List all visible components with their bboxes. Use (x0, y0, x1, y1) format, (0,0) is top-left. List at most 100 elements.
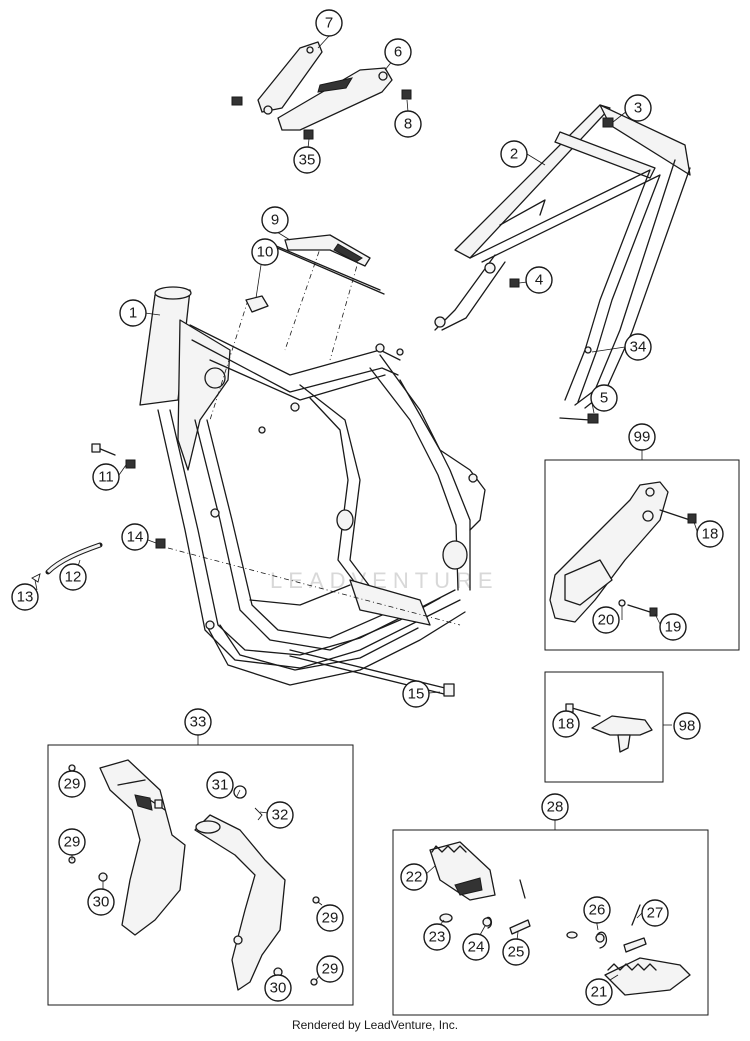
svg-text:32: 32 (272, 807, 289, 824)
callout-33: 33 (184, 708, 212, 736)
callout-31: 31 (206, 771, 234, 799)
svg-text:27: 27 (647, 905, 664, 922)
callout-19: 19 (659, 613, 687, 641)
callout-9: 9 (261, 206, 289, 234)
callout-29-b: 29 (58, 828, 86, 856)
callout-12: 12 (59, 563, 87, 591)
svg-text:25: 25 (508, 944, 525, 961)
callout-34: 34 (624, 333, 652, 361)
rear-subframe (434, 104, 691, 424)
callout-32: 32 (266, 801, 294, 829)
svg-text:1: 1 (129, 305, 137, 322)
callout-20: 20 (592, 606, 620, 634)
svg-text:29: 29 (64, 834, 81, 851)
callout-28: 28 (541, 793, 569, 821)
callout-21: 21 (585, 978, 613, 1006)
svg-text:13: 13 (17, 589, 34, 606)
callout-23: 23 (423, 923, 451, 951)
svg-text:24: 24 (468, 939, 485, 956)
callout-4: 4 (525, 266, 553, 294)
frame-protector-right (194, 785, 320, 991)
svg-text:33: 33 (190, 714, 207, 731)
svg-text:22: 22 (406, 869, 423, 886)
svg-text:98: 98 (679, 718, 696, 735)
cable-guide-bracket (261, 234, 385, 295)
callout-22: 22 (400, 863, 428, 891)
callout-25: 25 (502, 938, 530, 966)
svg-text:31: 31 (212, 777, 229, 794)
svg-text:26: 26 (589, 902, 606, 919)
callout-26: 26 (583, 896, 611, 924)
svg-text:8: 8 (404, 116, 412, 133)
callout-11: 11 (92, 463, 120, 491)
svg-text:29: 29 (322, 910, 339, 927)
footer-credit: Rendered by LeadVenture, Inc. (291, 1018, 459, 1032)
swingarm-pivot-bolt (289, 649, 455, 697)
hose-clamp (31, 573, 41, 583)
callout-18-group98: 18 (552, 710, 580, 738)
bolt-and-nut-11 (91, 443, 136, 469)
frame-protector-left (68, 759, 186, 936)
callout-30-a: 30 (87, 888, 115, 916)
callout-2: 2 (500, 140, 528, 168)
svg-text:30: 30 (93, 894, 110, 911)
callout-5: 5 (590, 384, 618, 412)
callout-35: 35 (293, 146, 321, 174)
svg-text:11: 11 (98, 469, 114, 486)
svg-text:28: 28 (547, 799, 564, 816)
callout-98: 98 (673, 712, 701, 740)
svg-text:5: 5 (600, 390, 608, 407)
group-box-28 (392, 829, 709, 1016)
main-frame (139, 286, 486, 686)
callout-99: 99 (628, 423, 656, 451)
svg-text:19: 19 (665, 619, 682, 636)
svg-text:9: 9 (271, 212, 279, 229)
callout-8: 8 (394, 110, 422, 138)
svg-text:6: 6 (394, 44, 402, 61)
svg-text:29: 29 (64, 776, 81, 793)
callout-29-c: 29 (316, 904, 344, 932)
svg-text:10: 10 (257, 244, 274, 261)
nut-14 (155, 538, 166, 549)
svg-text:7: 7 (325, 15, 333, 32)
footrest-right (604, 957, 691, 996)
callout-14: 14 (121, 523, 149, 551)
callout-13: 13 (11, 583, 39, 611)
callout-24: 24 (462, 933, 490, 961)
callout-30-b: 30 (264, 974, 292, 1002)
callout-15: 15 (402, 680, 430, 708)
callout-10: 10 (251, 238, 279, 266)
footrest-hardware (439, 879, 647, 953)
svg-text:18: 18 (702, 526, 719, 543)
callout-18-sidestand: 18 (696, 520, 724, 548)
svg-text:20: 20 (598, 612, 615, 629)
svg-text:30: 30 (270, 980, 287, 997)
svg-text:34: 34 (630, 339, 647, 356)
svg-text:14: 14 (127, 529, 144, 546)
callout-7: 7 (315, 9, 343, 37)
svg-text:3: 3 (634, 100, 642, 117)
callout-3: 3 (624, 94, 652, 122)
callout-29-d: 29 (316, 955, 344, 983)
group-box-98 (544, 671, 664, 783)
hose-clip (245, 295, 269, 313)
leader-lines (34, 35, 699, 986)
svg-text:29: 29 (322, 961, 339, 978)
svg-text:18: 18 (558, 716, 575, 733)
callout-1: 1 (119, 299, 147, 327)
callout-6: 6 (384, 38, 412, 66)
svg-text:15: 15 (408, 686, 425, 703)
svg-text:12: 12 (65, 569, 82, 586)
svg-text:21: 21 (591, 984, 608, 1001)
svg-text:23: 23 (429, 929, 446, 946)
callout-27: 27 (641, 899, 669, 927)
svg-text:35: 35 (299, 152, 316, 169)
group-box-33 (47, 744, 354, 1006)
breather-hose-inner (46, 543, 101, 574)
engine-hanger-brackets (231, 41, 412, 140)
sidestand-bracket (549, 481, 697, 623)
svg-text:2: 2 (510, 146, 518, 163)
svg-text:99: 99 (634, 429, 651, 446)
svg-text:4: 4 (535, 272, 543, 289)
